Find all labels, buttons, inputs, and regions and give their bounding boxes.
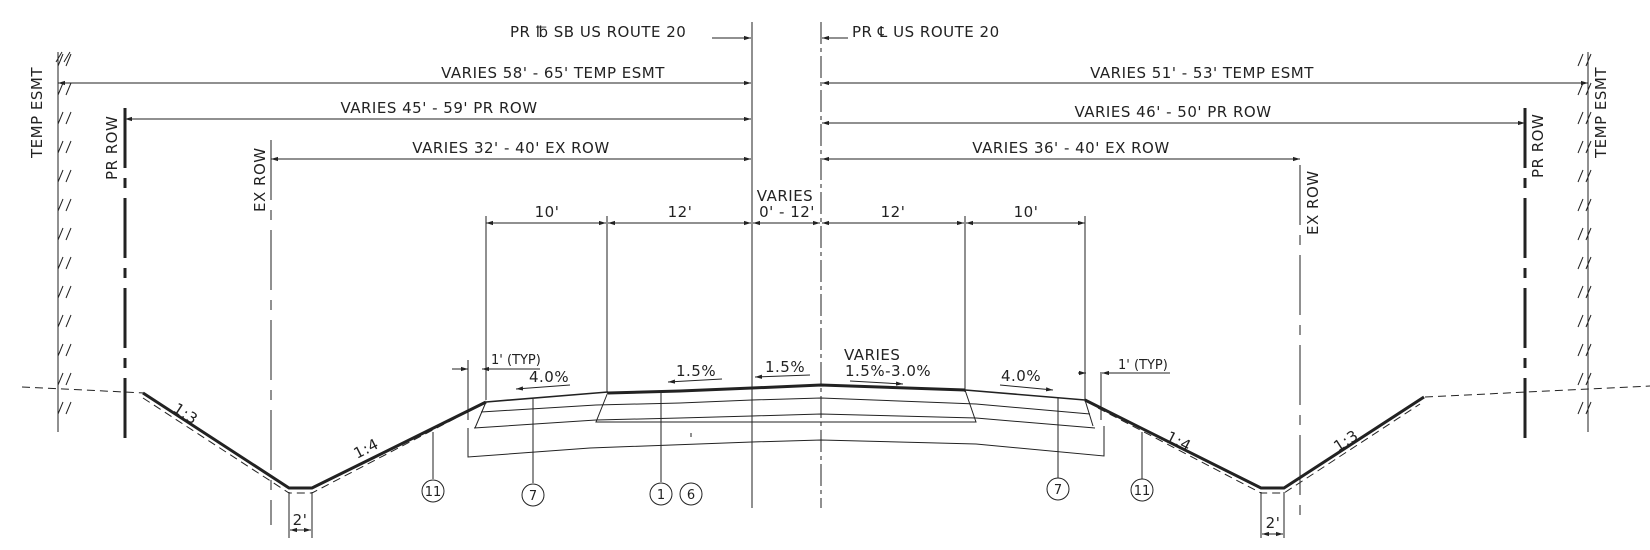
left-lane-slope-label: 1.5% xyxy=(676,362,716,380)
callout-circle xyxy=(1130,478,1154,502)
right-temp-esmt-dim-label: VARIES 51' - 53' TEMP ESMT xyxy=(1090,64,1314,82)
pavement-section xyxy=(467,383,1105,458)
left-lane-slope-arrow xyxy=(667,378,723,384)
right-typ-dim-label: 1' (TYP) xyxy=(1118,358,1168,373)
right-lane-slope-label-2: 1.5%-3.0% xyxy=(845,362,931,380)
left-pr-row-dim-label: VARIES 45' - 59' PR ROW xyxy=(340,99,537,117)
callout-number: 6 xyxy=(687,488,695,503)
right-ditch-dim-label: 2' xyxy=(1266,514,1281,532)
right-ditch xyxy=(1084,395,1425,538)
callout-circle xyxy=(421,479,445,503)
callout-number: 11 xyxy=(425,485,442,500)
left-temp-esmt-dim-label: VARIES 58' - 65' TEMP ESMT xyxy=(441,64,665,82)
right-shoulder-slope-arrow xyxy=(999,384,1054,392)
route-centerline-label: PR ℄ US ROUTE 20 xyxy=(852,23,1000,41)
callout-number: 7 xyxy=(1054,483,1062,498)
right-ex-row-dim-label: VARIES 36' - 40' EX ROW xyxy=(972,139,1169,157)
right-esmt-hatch-marks xyxy=(1577,53,1592,415)
right-ex-row-label: EX ROW xyxy=(1304,170,1322,235)
callout-leaders xyxy=(432,392,1143,483)
right-backslope-label: 1:3 xyxy=(1330,426,1361,455)
right-pr-row-dim-label: VARIES 46' - 50' PR ROW xyxy=(1074,103,1271,121)
left-lane-dim-label: 12' xyxy=(668,203,693,221)
left-ex-row-label: EX ROW xyxy=(251,147,269,212)
right-lane-slope-label-1: VARIES xyxy=(844,346,900,364)
left-temp-esmt-hatch xyxy=(55,51,71,432)
right-lane-dim-label: 12' xyxy=(881,203,906,221)
callout-circle xyxy=(1046,477,1070,501)
left-pr-row-label: PR ROW xyxy=(103,116,121,180)
left-ditch xyxy=(142,391,487,538)
median-dim-label-1: VARIES xyxy=(757,187,813,205)
median-dim-label-2: 0' - 12' xyxy=(759,203,815,221)
callout-circle xyxy=(649,482,673,506)
right-typ-dim xyxy=(1078,370,1170,420)
left-ex-row-dim-label: VARIES 32' - 40' EX ROW xyxy=(412,139,609,157)
callout-circle xyxy=(521,483,545,507)
center-slope-label: 1.5% xyxy=(765,358,805,376)
right-shoulder-dim-label: 10' xyxy=(1014,203,1039,221)
right-temp-esmt-label: TEMP ESMT xyxy=(1592,67,1610,159)
right-lane-slope-arrow xyxy=(849,380,904,386)
callout-number: 7 xyxy=(529,489,537,504)
existing-ground-left xyxy=(21,386,146,394)
existing-ground-right xyxy=(1424,385,1650,398)
sb-centerline-label: PR ℔ SB US ROUTE 20 xyxy=(510,23,686,41)
left-shoulder-slope-arrow xyxy=(515,384,571,391)
left-esmt-hatch-marks xyxy=(57,53,72,415)
left-temp-esmt-label: TEMP ESMT xyxy=(28,67,46,159)
left-ditch-dim-label: 2' xyxy=(293,511,308,529)
right-pr-row-label: PR ROW xyxy=(1529,114,1547,178)
left-foreslope-label: 1:4 xyxy=(351,435,382,463)
callout-number: 1 xyxy=(657,488,665,503)
callout-number: 11 xyxy=(1134,484,1151,499)
center-slope-arrow xyxy=(754,374,811,379)
callouts: 11 7 1 6 7 11 xyxy=(421,477,1154,507)
left-backslope-label: 1:3 xyxy=(170,399,201,428)
right-shoulder-slope-label: 4.0% xyxy=(1001,367,1041,385)
left-shoulder-slope-label: 4.0% xyxy=(529,368,569,386)
left-typ-dim-label: 1' (TYP) xyxy=(491,353,541,368)
callout-circle xyxy=(679,482,703,506)
left-shoulder-dim-label: 10' xyxy=(535,203,560,221)
